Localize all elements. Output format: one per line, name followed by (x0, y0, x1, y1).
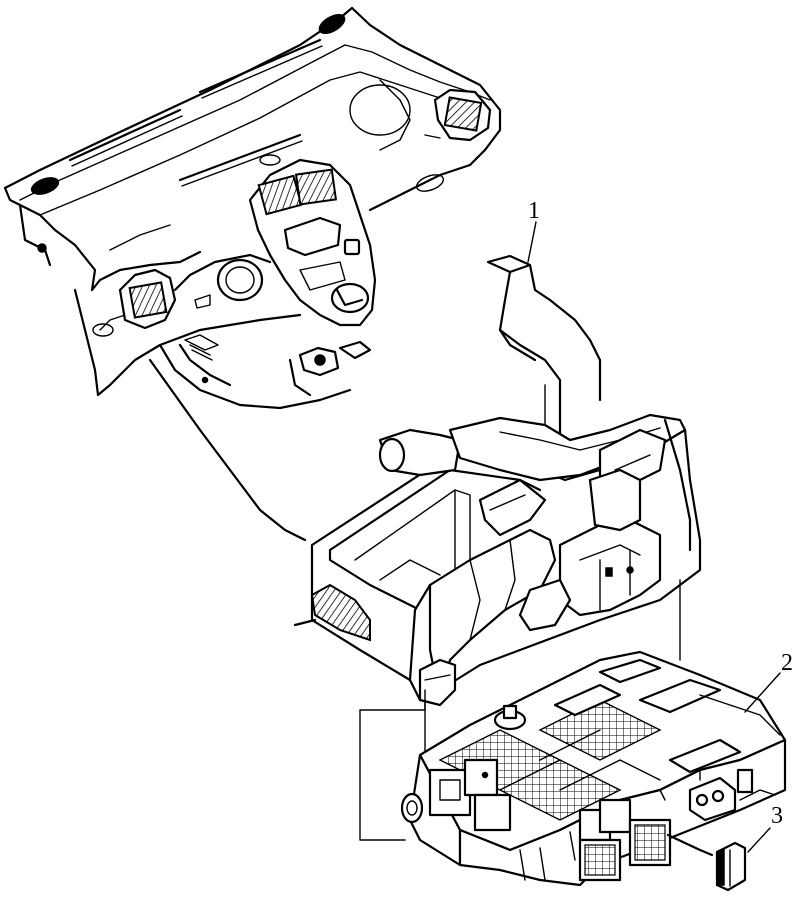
mounting-frame (293, 254, 702, 707)
part-3-connector-line (666, 833, 714, 857)
connector-part-3 (715, 841, 747, 892)
callout-1-label: 1 (528, 198, 540, 224)
control-unit-box (400, 650, 787, 887)
callout-3: 3 (747, 803, 783, 853)
wiring-connection-line (148, 358, 307, 542)
callout-1: 1 (527, 198, 540, 263)
dashboard (3, 6, 502, 410)
callout-2-label: 2 (781, 650, 793, 676)
callout-3-label: 3 (771, 803, 783, 829)
callout-2: 2 (744, 650, 793, 713)
